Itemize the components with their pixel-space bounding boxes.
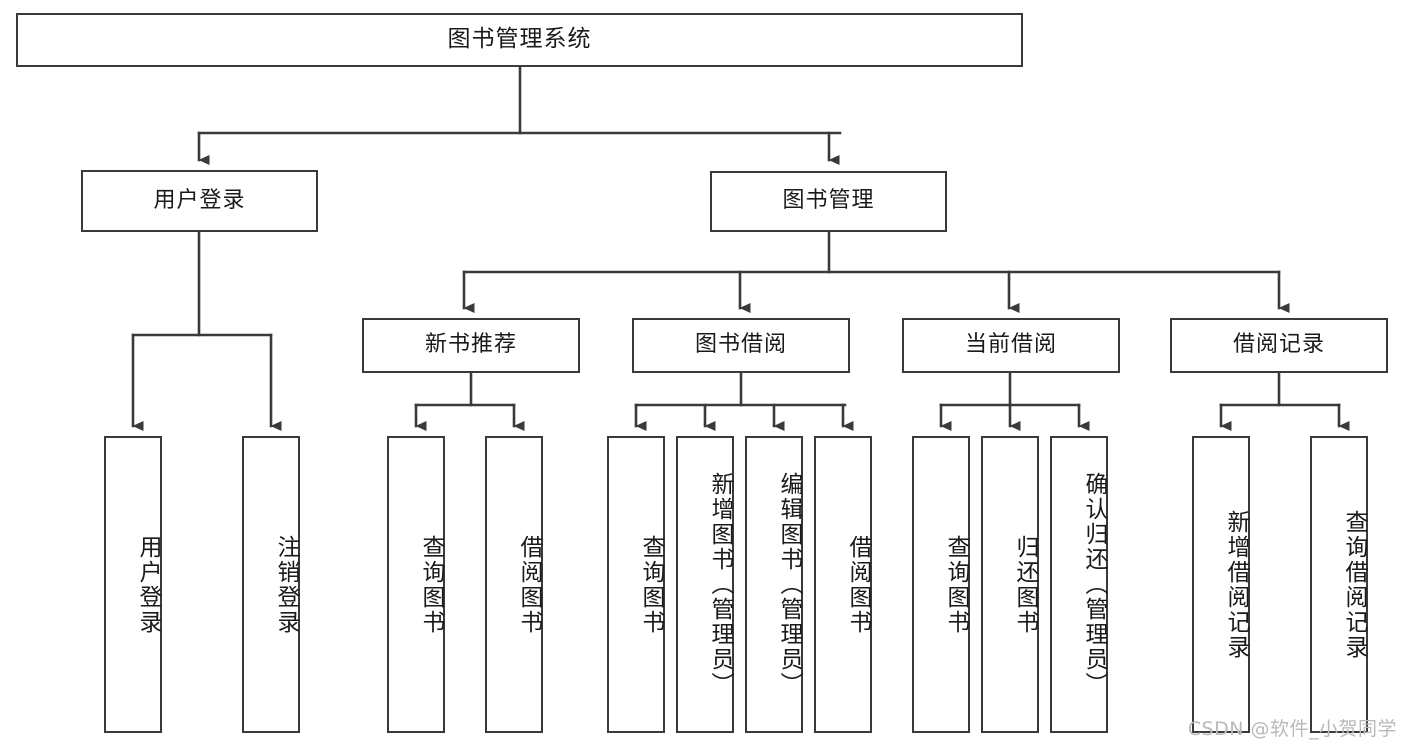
node-label: 借阅图书 <box>845 534 871 635</box>
node-label: 查询借阅记录 <box>1341 509 1367 660</box>
node-label: 借阅记录 <box>1232 332 1325 358</box>
leaf-new-book-borrow-books[interactable]: 借阅图书 <box>485 436 543 733</box>
node-label: 当前借阅 <box>964 332 1057 358</box>
leaf-current-borrow-return-books[interactable]: 归还图书 <box>981 436 1039 733</box>
leaf-borrow-records-query-record[interactable]: 查询借阅记录 <box>1310 436 1368 733</box>
node-label: 借阅图书 <box>516 534 542 635</box>
leaf-user-login-logout[interactable]: 注销登录 <box>242 436 300 733</box>
node-label: 用户登录 <box>135 534 161 635</box>
node-label: 查询图书 <box>943 534 969 635</box>
node-label: 查询图书 <box>638 534 664 635</box>
leaf-current-borrow-query-books[interactable]: 查询图书 <box>912 436 970 733</box>
node-label: 注销登录 <box>273 534 299 635</box>
node-book-management[interactable]: 图书管理 <box>710 171 947 232</box>
node-new-book-recommend[interactable]: 新书推荐 <box>362 318 580 373</box>
node-label: 编辑图书（管理员） <box>776 472 802 697</box>
node-current-borrow[interactable]: 当前借阅 <box>902 318 1120 373</box>
leaf-borrow-records-add-record[interactable]: 新增借阅记录 <box>1192 436 1250 733</box>
node-label: 用户登录 <box>153 187 246 213</box>
node-label: 图书借阅 <box>694 332 787 358</box>
leaf-current-borrow-confirm-return-admin[interactable]: 确认归还（管理员） <box>1050 436 1108 733</box>
node-label: 查询图书 <box>418 534 444 635</box>
leaf-book-borrow-edit-book-admin[interactable]: 编辑图书（管理员） <box>745 436 803 733</box>
node-book-borrow[interactable]: 图书借阅 <box>632 318 850 373</box>
node-root-book-management-system[interactable]: 图书管理系统 <box>16 13 1023 67</box>
node-label: 图书管理 <box>782 188 875 214</box>
leaf-book-borrow-add-book-admin[interactable]: 新增图书（管理员） <box>676 436 734 733</box>
node-label: 图书管理系统 <box>447 26 592 53</box>
leaf-book-borrow-borrow-books[interactable]: 借阅图书 <box>814 436 872 733</box>
leaf-book-borrow-query-books[interactable]: 查询图书 <box>607 436 665 733</box>
node-label: 新增借阅记录 <box>1223 509 1249 660</box>
leaf-user-login-login[interactable]: 用户登录 <box>104 436 162 733</box>
node-user-login[interactable]: 用户登录 <box>81 170 318 232</box>
leaf-new-book-query-books[interactable]: 查询图书 <box>387 436 445 733</box>
node-label: 确认归还（管理员） <box>1081 472 1107 697</box>
node-label: 新增图书（管理员） <box>707 472 733 697</box>
node-label: 新书推荐 <box>424 332 517 358</box>
node-borrow-records[interactable]: 借阅记录 <box>1170 318 1388 373</box>
node-label: 归还图书 <box>1012 534 1038 635</box>
